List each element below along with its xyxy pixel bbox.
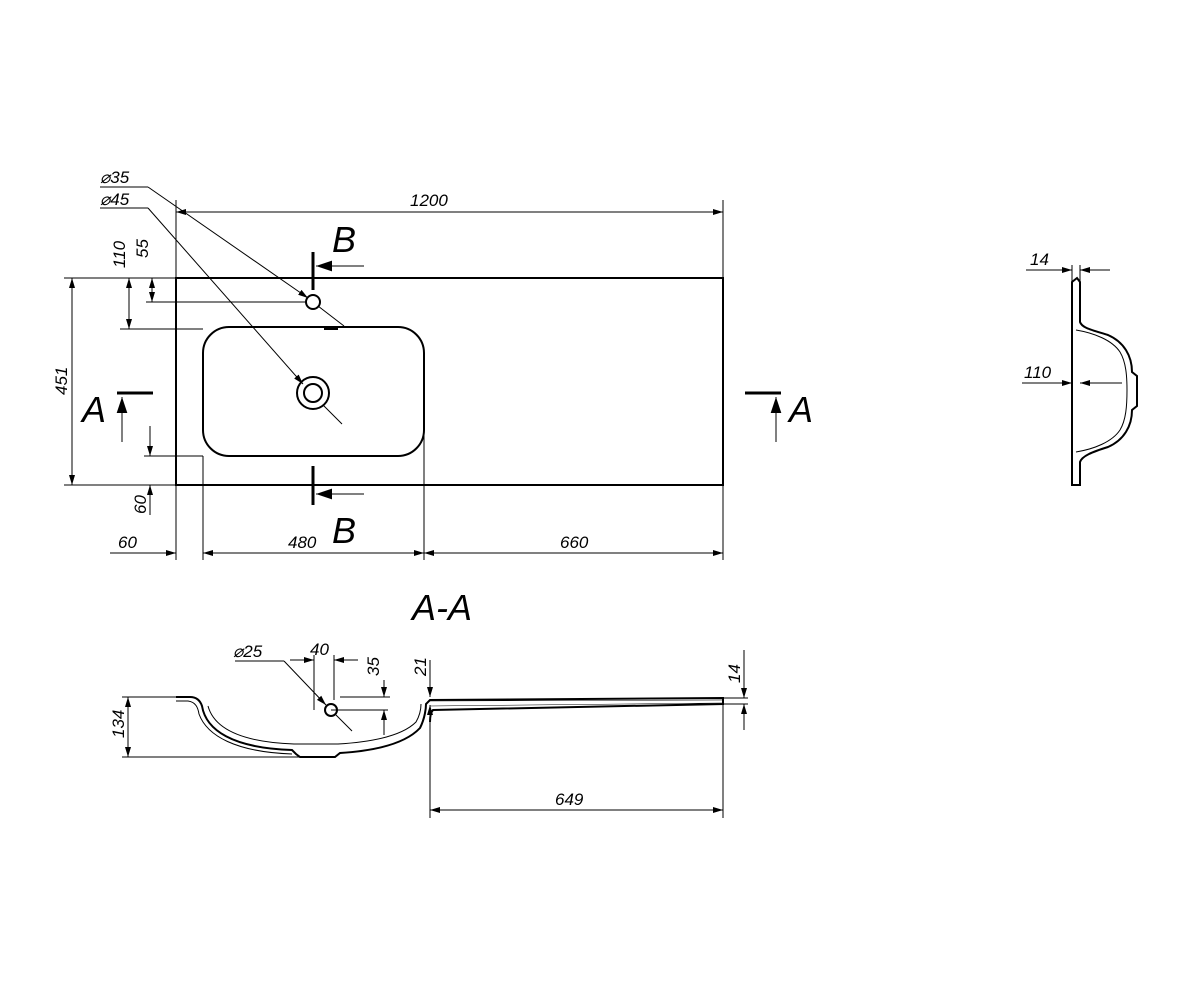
overflow-width-value: 40 [310,640,329,659]
section-view: A-A ⌀25 40 35 [109,587,748,818]
tap-hole-offset-value: 110 [110,240,129,268]
dim-bottom-chain: 60 480 660 [110,400,724,560]
section-bowl-inner [207,703,422,745]
drain-outer [296,376,330,410]
overflow-height-value: 35 [364,657,383,676]
section-mark-b-top: B [311,219,364,290]
side-dims: 14 110 [1022,250,1122,386]
section-mark-a-right: A [745,389,813,442]
plan-view: ⌀35 ⌀45 1200 451 110 55 [52,168,813,560]
countertop-outline [175,277,724,486]
bowl-outline [202,326,425,457]
overflow-diameter-label: ⌀25 [233,642,263,661]
section-a-left-label: A [80,389,106,430]
section-profile [176,696,724,758]
diameter-leaders [100,186,345,425]
right-deck-value: 660 [560,533,589,552]
side-profile-inner [1075,329,1128,453]
tap-hole [305,294,321,310]
section-a-right-label: A [787,389,813,430]
bowl-width-value: 480 [288,533,317,552]
deck-thickness-value: 14 [725,664,744,683]
overall-depth-value: 451 [52,367,71,395]
side-profile-outer [1071,276,1138,486]
tap-hole-diameter-label: ⌀35 [100,168,130,187]
section-b-bottom-label: B [332,510,356,551]
left-margin-value: 60 [118,533,137,552]
overflow-offset-value: 55 [133,239,152,258]
drain-inner [303,383,323,403]
deck-step-value: 21 [411,657,430,677]
section-mark-b-bottom: B [311,466,364,551]
bowl-height-value: 110 [1024,363,1052,382]
section-mark-a-left: A [80,389,153,442]
side-view: 14 110 [1022,250,1138,486]
dim-overall-length: 1200 [175,191,724,278]
section-title: A-A [410,587,472,628]
front-margin-value: 60 [131,495,150,514]
dim-front-margin: 60 [131,426,203,515]
section-profile-inner [176,700,293,755]
bowl-depth-value: 134 [109,710,128,738]
deck-length-value: 649 [555,790,584,809]
wall-thickness-value: 14 [1030,250,1049,269]
section-b-top-label: B [332,219,356,260]
deck-hatch [429,699,724,707]
section-dims: ⌀25 40 35 21 14 134 [109,640,748,818]
overall-length-value: 1200 [410,191,448,210]
dim-overall-depth: 451 [52,277,176,486]
dim-tap-offsets: 110 55 [110,239,306,330]
drain-diameter-label: ⌀45 [100,190,130,209]
